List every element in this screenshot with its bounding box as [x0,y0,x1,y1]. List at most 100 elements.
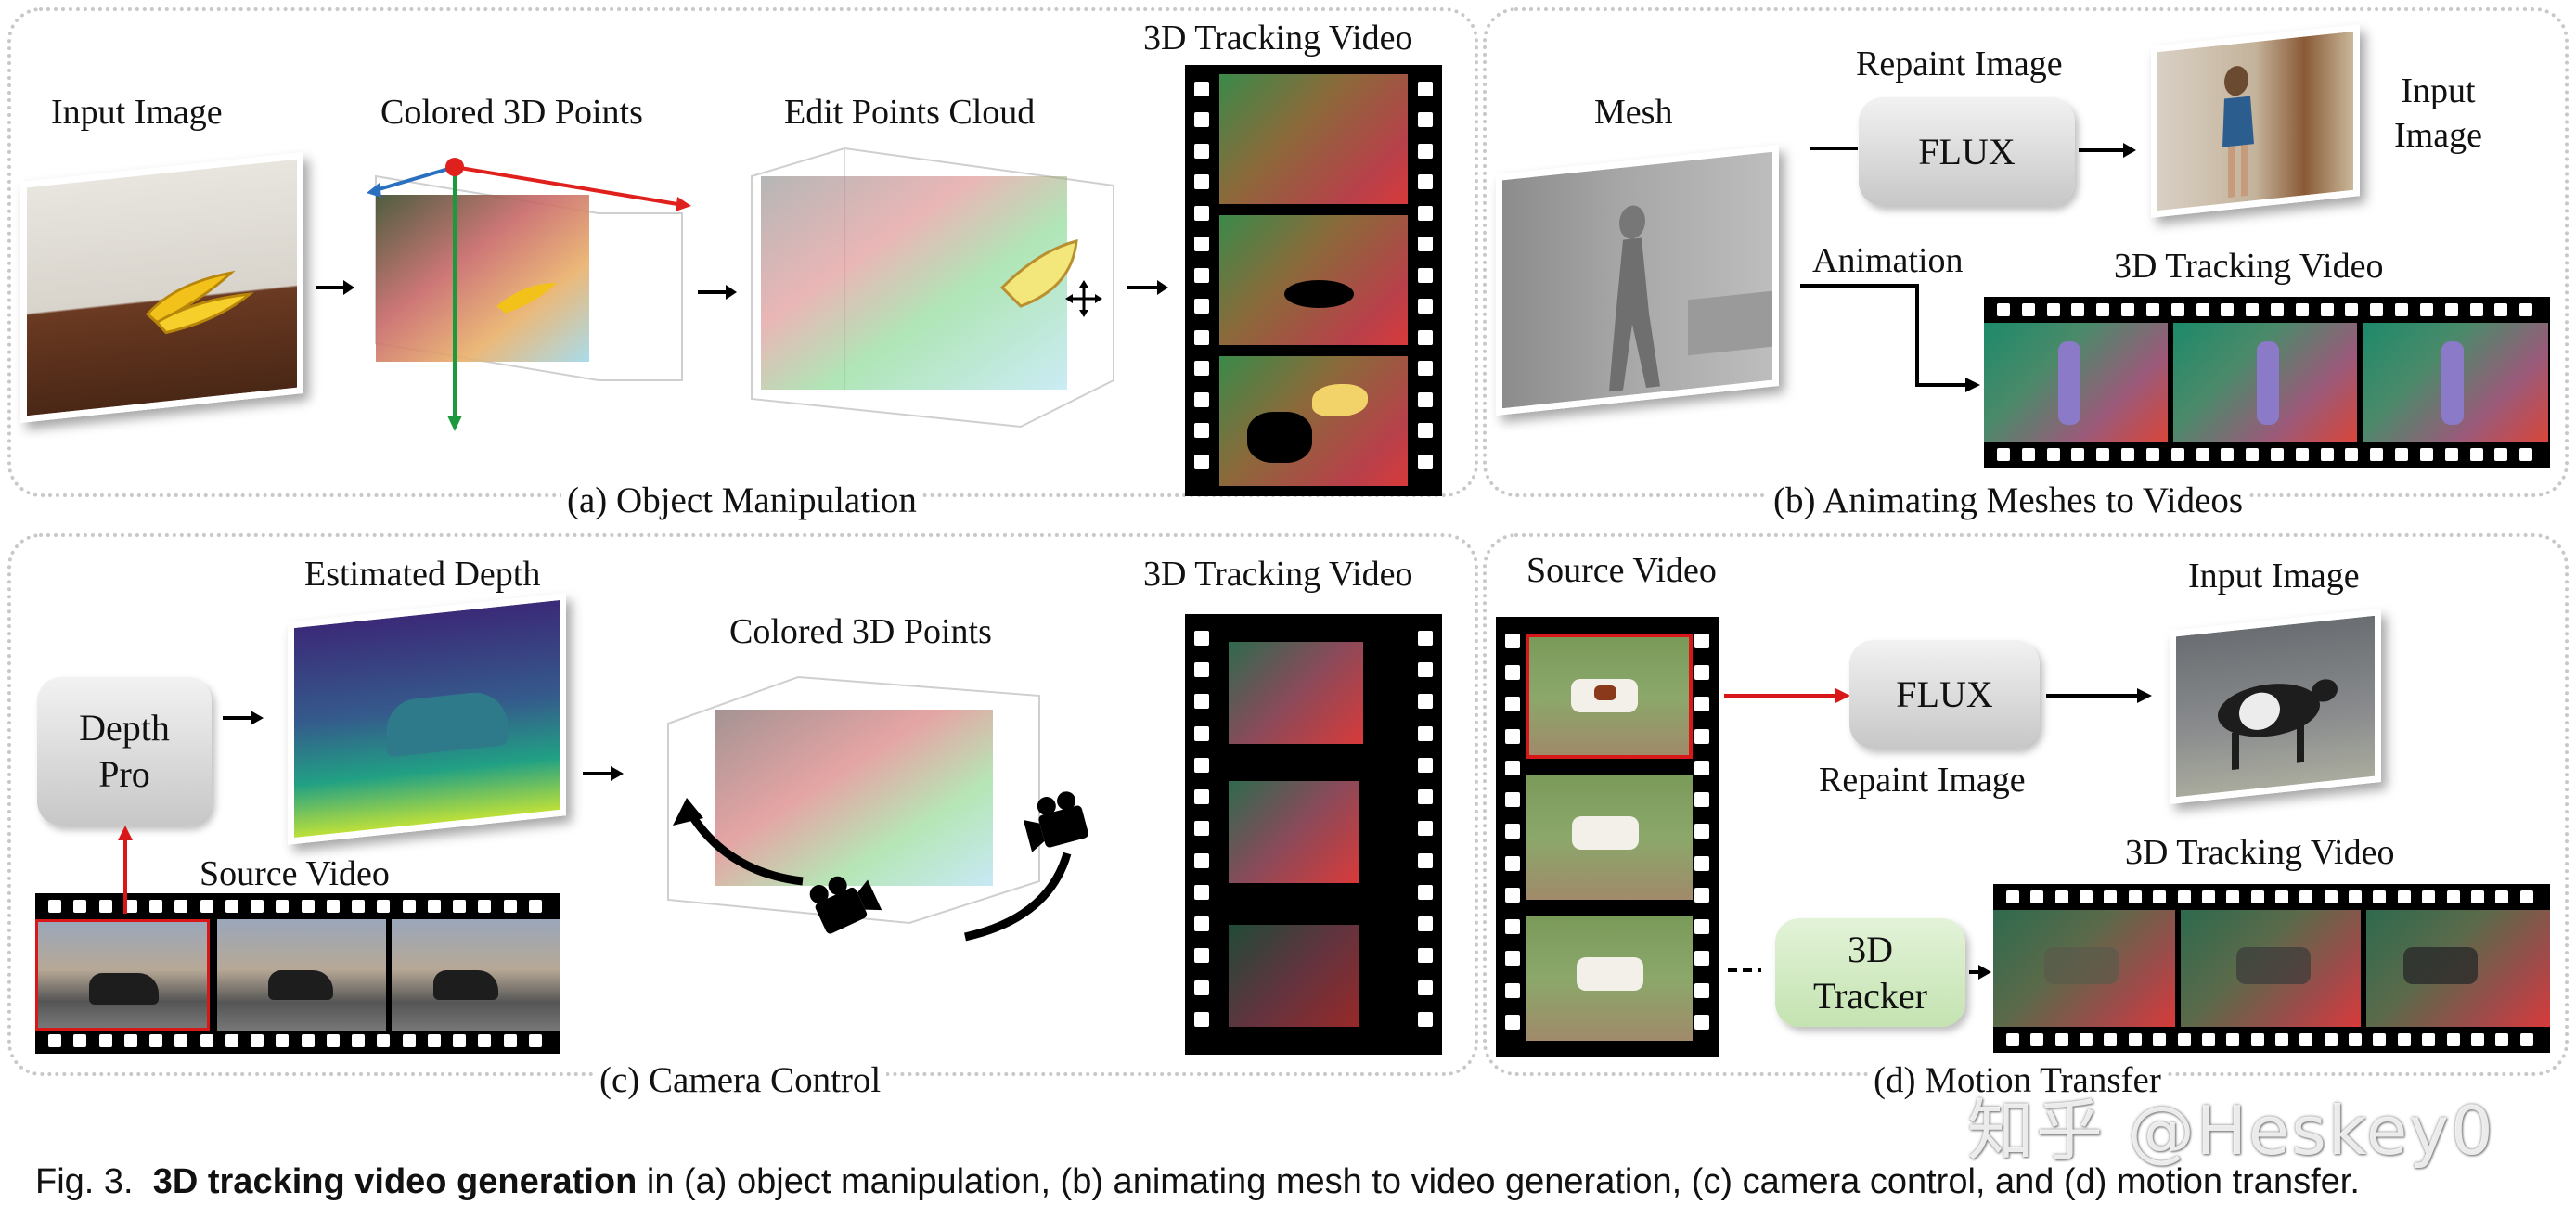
film-sprocket-hole [1194,205,1209,221]
tracking-video-film-a [1185,65,1442,496]
tracking-frame-d2 [2181,910,2361,1027]
arrow-map-to-points [583,766,624,781]
repainted-input-image-b [2151,24,2360,218]
film-sprocket-hole [1418,980,1433,995]
film-sprocket-hole [98,1034,112,1047]
film-sprocket-hole [1418,821,1433,837]
estimated-depth-map [288,593,566,845]
film-sprocket-hole [1418,852,1433,868]
tracking-video-label-b: 3D Tracking Video [2114,247,2384,286]
film-sprocket-hole [352,1034,365,1047]
tracking-frame-b2 [2173,323,2357,442]
film-sprocket-hole [1418,454,1433,469]
caption-b: (b) Animating Meshes to Videos [1768,482,2249,519]
film-sprocket-hole [503,900,517,913]
film-sprocket-hole [225,900,238,913]
figure-caption-rest: in (a) object manipulation, (b) animatin… [646,1162,2360,1201]
film-sprocket-hole [1505,982,1520,998]
figure-caption: Fig. 3. 3D tracking video generation in … [35,1164,2360,1199]
film-sprocket-hole [2030,890,2044,903]
source-video-film-c [35,893,560,1054]
film-sprocket-hole [301,900,315,913]
film-sprocket-hole [2349,1033,2363,1046]
caption-c: (c) Camera Control [594,1062,887,1098]
estimated-depth-label: Estimated Depth [304,555,541,594]
film-sprocket-hole [1694,887,1709,903]
film-sprocket-hole [123,900,137,913]
film-sprocket-hole [1418,143,1433,159]
film-sprocket-hole [1694,951,1709,967]
film-sprocket-hole [326,1034,340,1047]
film-sprocket-hole [1418,662,1433,678]
tracking-video-film-c [1185,614,1442,1055]
film-sprocket-hole [528,900,542,913]
film-sprocket-hole [2271,303,2284,316]
arrow-a3 [1127,280,1168,295]
film-sprocket-hole [2221,448,2235,461]
arrow-source-to-flux [1724,688,1850,703]
film-sprocket-hole [2395,303,2409,316]
film-sprocket-hole [1194,916,1209,932]
film-sprocket-hole [1194,423,1209,439]
film-sprocket-hole [123,1034,137,1047]
tracking-video-label-d: 3D Tracking Video [2125,833,2395,872]
film-sprocket-hole [2006,890,2019,903]
film-sprocket-hole [2030,1033,2044,1046]
banana-illustration [145,270,254,335]
film-sprocket-hole [2444,448,2458,461]
tracking-video-film-b [1984,297,2550,468]
film-sprocket-hole [73,1034,87,1047]
film-sprocket-hole [427,1034,441,1047]
film-sprocket-hole [2096,303,2110,316]
film-sprocket-hole [149,1034,162,1047]
film-sprocket-hole [276,1034,290,1047]
arrow-source-to-tracker [1728,968,1761,972]
film-sprocket-hole [2422,890,2436,903]
input-image-label-d: Input Image [2188,557,2360,596]
film-sprocket-hole [1694,792,1709,808]
film-sprocket-hole [1418,1011,1433,1027]
video-camera-icon-2 [1023,791,1088,852]
character-mesh [1609,205,1779,392]
film-sprocket-hole [478,900,492,913]
film-sprocket-hole [2299,1033,2313,1046]
film-sprocket-hole [2495,1033,2509,1046]
repaint-image-label-d: Repaint Image [1819,761,2026,800]
film-sprocket-hole [2494,303,2508,316]
film-sprocket-hole [2373,890,2387,903]
film-sprocket-hole [2221,303,2235,316]
tracking-frame-b1 [1984,323,2168,442]
film-sprocket-hole [1194,391,1209,407]
film-sprocket-hole [2226,890,2240,903]
film-sprocket-hole [2519,303,2533,316]
film-sprocket-hole [2121,303,2135,316]
arrow-mesh-to-flux [1810,147,1858,150]
tracking-frame-c1 [1219,633,1408,758]
film-sprocket-hole [1505,697,1520,712]
input-image-label: Input Image [51,93,223,132]
film-sprocket-hole [2250,890,2264,903]
film-sprocket-hole [1505,1014,1520,1030]
film-sprocket-hole [2104,1033,2118,1046]
figure-caption-prefix: Fig. 3. [35,1162,134,1201]
film-sprocket-hole [2170,303,2184,316]
film-sprocket-hole [478,1034,492,1047]
film-sprocket-hole [2080,1033,2093,1046]
tracking-frame-b3 [2363,323,2548,442]
tracking-video-film-d [1993,884,2550,1053]
video-camera-icon [809,876,882,934]
film-sprocket-hole [2320,303,2334,316]
film-sprocket-hole [2419,303,2433,316]
film-sprocket-hole [1418,423,1433,439]
film-sprocket-hole [1997,448,2010,461]
film-sprocket-hole [2196,303,2209,316]
film-sprocket-hole [2324,890,2338,903]
film-sprocket-hole [1194,725,1209,741]
film-sprocket-hole [1194,757,1209,773]
film-sprocket-hole [2345,303,2359,316]
film-sprocket-hole [528,1034,542,1047]
source-frame-d2 [1526,775,1693,900]
film-sprocket-hole [2275,890,2288,903]
arrow-a1 [316,280,354,295]
film-sprocket-hole [1194,631,1209,646]
